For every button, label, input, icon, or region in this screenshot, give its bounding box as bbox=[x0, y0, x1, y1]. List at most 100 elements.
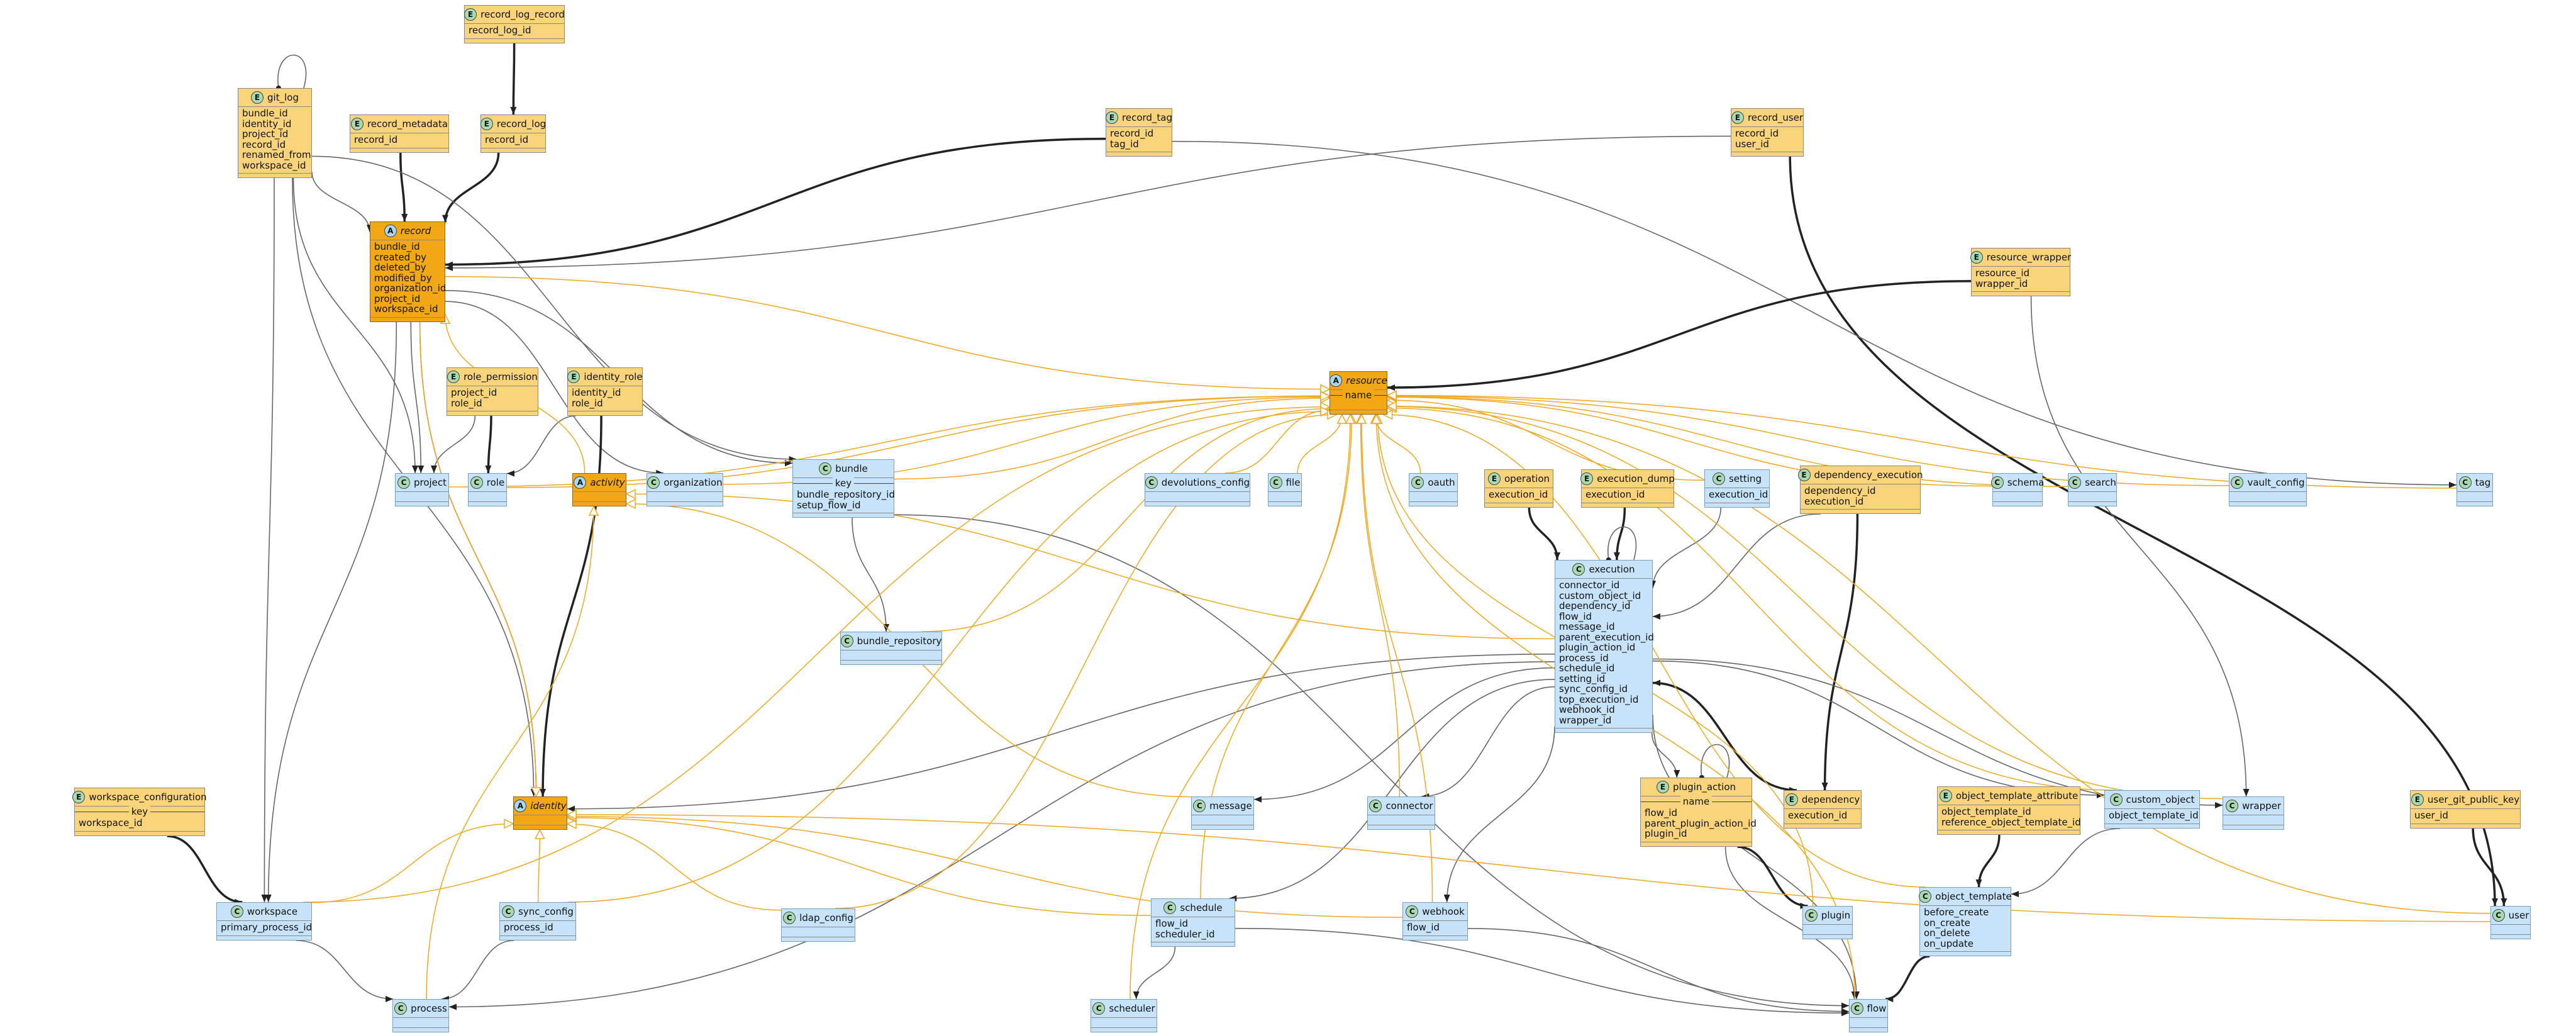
entity-icon: E bbox=[2411, 793, 2424, 806]
node-methods bbox=[1803, 934, 1852, 939]
node-methods bbox=[370, 316, 445, 321]
class-icon: C bbox=[2458, 476, 2472, 489]
entity-icon: E bbox=[480, 118, 493, 130]
entity-icon: E bbox=[1797, 469, 1811, 481]
edge-user_git_public_key-user bbox=[2472, 828, 2507, 907]
edge-resource_wrapper-wrapper bbox=[2030, 296, 2250, 797]
class-icon: C bbox=[1406, 905, 1419, 918]
node-field: deleted_by bbox=[374, 262, 426, 273]
class-icon: C bbox=[2109, 793, 2123, 806]
node-field: on_delete bbox=[1924, 927, 1970, 939]
class-icon: C bbox=[1269, 476, 1282, 489]
class-icon: C bbox=[647, 476, 660, 489]
node-title: process bbox=[411, 1003, 447, 1014]
entity-icon: E bbox=[1970, 251, 1983, 264]
edge-git_log-record bbox=[311, 172, 373, 233]
node-methods bbox=[2457, 501, 2492, 506]
node-fields: primary_process_id bbox=[217, 921, 312, 935]
edge-execution-plugin_action bbox=[1651, 732, 1680, 778]
node-title: identity bbox=[530, 800, 567, 812]
node-fields: process_id bbox=[500, 921, 575, 935]
edge-process-activity bbox=[426, 505, 599, 1000]
node-field: sync_config_id bbox=[1559, 683, 1628, 695]
node-title: organization bbox=[663, 477, 723, 488]
edge-git_log-project bbox=[292, 177, 419, 474]
edge-bundle-bundle_repository bbox=[852, 517, 890, 632]
node-field: tag_id bbox=[1110, 138, 1139, 150]
node-title: setting bbox=[1728, 473, 1762, 484]
class-icon: C bbox=[2068, 476, 2082, 489]
entity-icon: E bbox=[1487, 472, 1501, 485]
edge-record-resource bbox=[445, 276, 1331, 394]
edge-ldap_config-identity bbox=[566, 818, 782, 911]
node-title: role bbox=[486, 477, 505, 488]
abstract-icon: A bbox=[1330, 374, 1343, 387]
node-field: organization_id bbox=[374, 282, 447, 294]
edge-sync_config-identity bbox=[535, 829, 545, 903]
node-fields bbox=[1993, 492, 2042, 501]
class-icon: C bbox=[1411, 476, 1424, 489]
node-fields bbox=[841, 651, 941, 660]
